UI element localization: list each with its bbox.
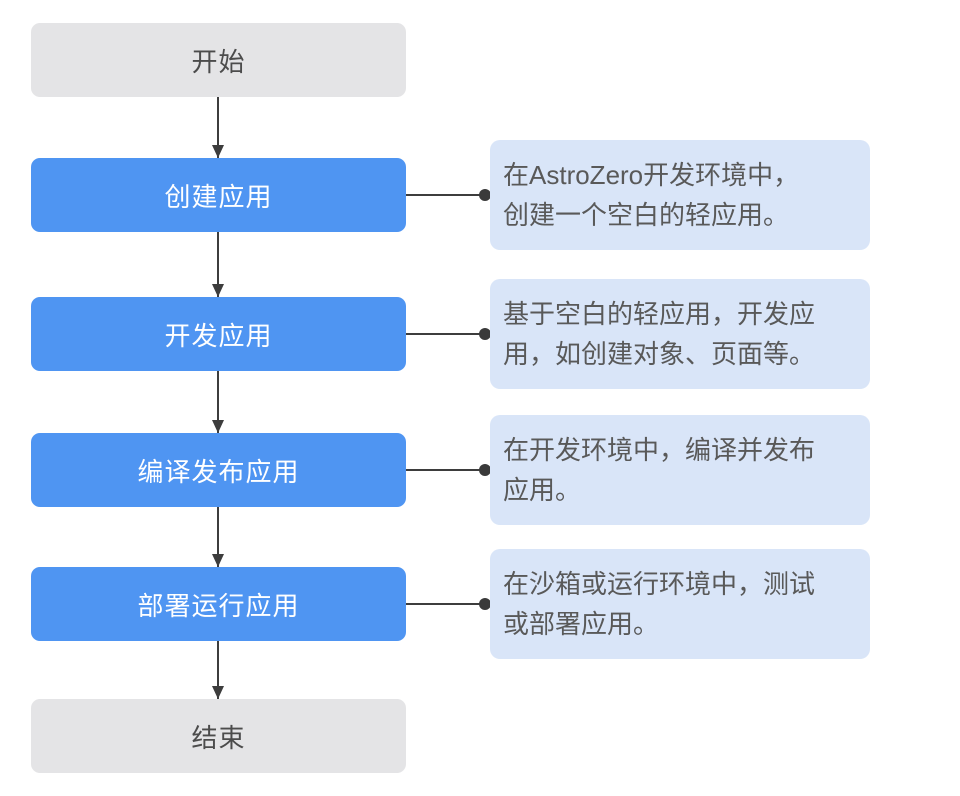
description-deploy-run-app-text: 在沙箱或运行环境中，测试或部署应用。 (503, 569, 816, 639)
flow-node-start-label: 开始 (191, 46, 246, 77)
connector-dot (479, 189, 491, 201)
connector-line (406, 603, 482, 605)
arrow-down-icon (212, 232, 224, 297)
description-develop-app-text: 基于空白的轻应用，开发应用，如创建对象、页面等。 (503, 299, 816, 369)
flow-step-create-app: 创建应用 (31, 158, 406, 232)
description-create-app: 在AstroZero开发环境中，创建一个空白的轻应用。 (490, 140, 870, 250)
flow-node-end: 结束 (31, 699, 406, 773)
arrow-down-icon (212, 97, 224, 158)
flow-step-deploy-run-app-label: 部署运行应用 (137, 590, 300, 621)
flow-step-compile-publish-app-label: 编译发布应用 (137, 456, 300, 487)
connector-dot (479, 598, 491, 610)
description-compile-publish-app-text: 在开发环境中，编译并发布应用。 (503, 435, 816, 505)
connector-line (406, 194, 482, 196)
flow-node-end-label: 结束 (191, 722, 246, 753)
flow-step-develop-app-label: 开发应用 (164, 320, 273, 351)
arrow-down-icon (212, 371, 224, 433)
connector-dot (479, 328, 491, 340)
arrow-down-icon (212, 641, 224, 699)
flow-step-compile-publish-app: 编译发布应用 (31, 433, 406, 507)
flow-step-create-app-label: 创建应用 (164, 181, 273, 212)
connector-line (406, 333, 482, 335)
description-deploy-run-app: 在沙箱或运行环境中，测试或部署应用。 (490, 549, 870, 659)
arrow-down-icon (212, 507, 224, 567)
description-compile-publish-app: 在开发环境中，编译并发布应用。 (490, 415, 870, 525)
flow-step-develop-app: 开发应用 (31, 297, 406, 371)
flow-step-deploy-run-app: 部署运行应用 (31, 567, 406, 641)
connector-line (406, 469, 482, 471)
description-create-app-text: 在AstroZero开发环境中，创建一个空白的轻应用。 (503, 160, 800, 230)
connector-dot (479, 464, 491, 476)
flow-node-start: 开始 (31, 23, 406, 97)
description-develop-app: 基于空白的轻应用，开发应用，如创建对象、页面等。 (490, 279, 870, 389)
